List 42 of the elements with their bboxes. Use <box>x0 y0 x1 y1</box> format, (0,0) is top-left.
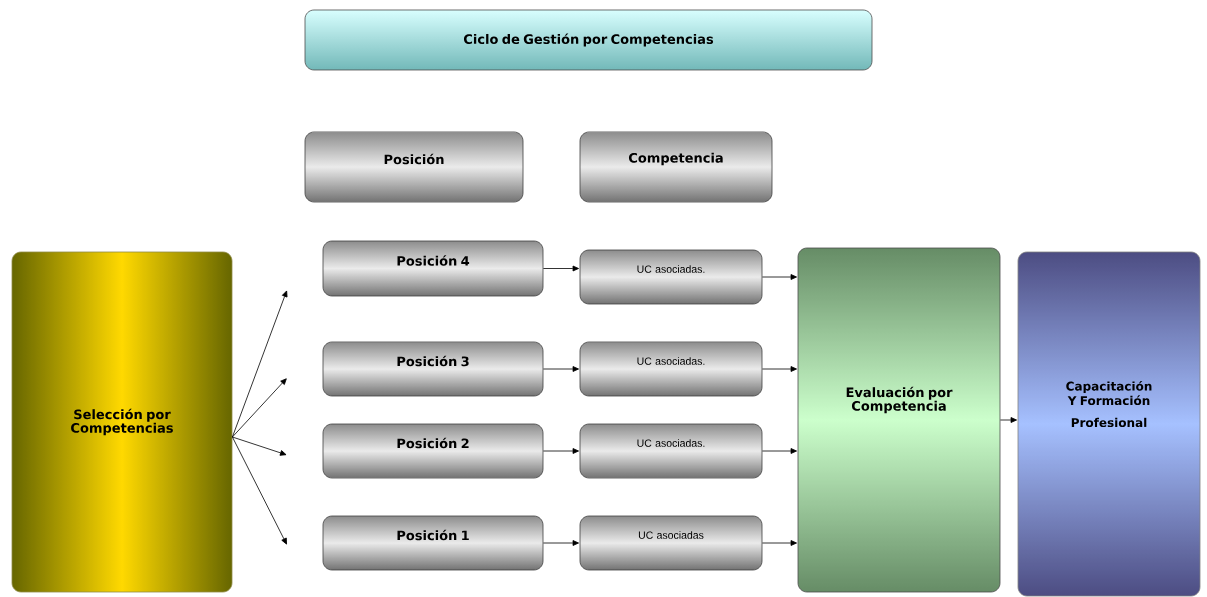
node-label: UC asociadas. <box>637 439 705 447</box>
position-box <box>322 341 544 397</box>
arrow <box>232 436 287 456</box>
node-label: Posición 3 <box>397 355 469 367</box>
process-box <box>797 247 1001 593</box>
node-label: Posición 4 <box>397 255 470 266</box>
node-label: Profesional <box>1071 417 1147 428</box>
position-box <box>322 240 544 297</box>
node-label: Competencia <box>628 152 723 166</box>
arrow <box>232 378 287 438</box>
position-box <box>322 423 544 479</box>
process-box <box>1017 251 1201 597</box>
arrow <box>232 290 288 438</box>
arrow <box>762 366 797 372</box>
header-box <box>304 131 524 203</box>
node-label: UC asociadas. <box>637 265 705 273</box>
arrow <box>543 448 579 454</box>
node-label: Posición <box>384 153 444 165</box>
node-label: Posición 2 <box>397 437 469 449</box>
node-label: Selección por Competencias <box>71 408 173 436</box>
arrow <box>1000 417 1017 423</box>
arrow <box>762 540 797 546</box>
header-box <box>579 131 773 203</box>
node-label: Ciclo de Gestión por Competencias <box>463 33 714 47</box>
competency-box <box>579 423 763 479</box>
arrow <box>762 274 797 280</box>
arrow <box>543 540 579 546</box>
node-label: UC asociadas. <box>637 357 705 365</box>
node-label: Capacitación Y Formación <box>1066 380 1152 406</box>
competency-box <box>579 249 763 305</box>
competency-box <box>579 341 763 397</box>
title-box <box>304 9 873 71</box>
arrow <box>543 366 579 372</box>
arrow <box>543 265 579 272</box>
competency-box <box>579 515 763 571</box>
position-box <box>322 515 544 571</box>
arrow <box>232 436 287 545</box>
process-box <box>11 251 233 593</box>
arrow <box>762 448 797 454</box>
node-label: Evaluación por Competencia <box>846 386 953 414</box>
node-label: UC asociadas <box>638 531 704 539</box>
node-label: Posición 1 <box>397 529 469 541</box>
